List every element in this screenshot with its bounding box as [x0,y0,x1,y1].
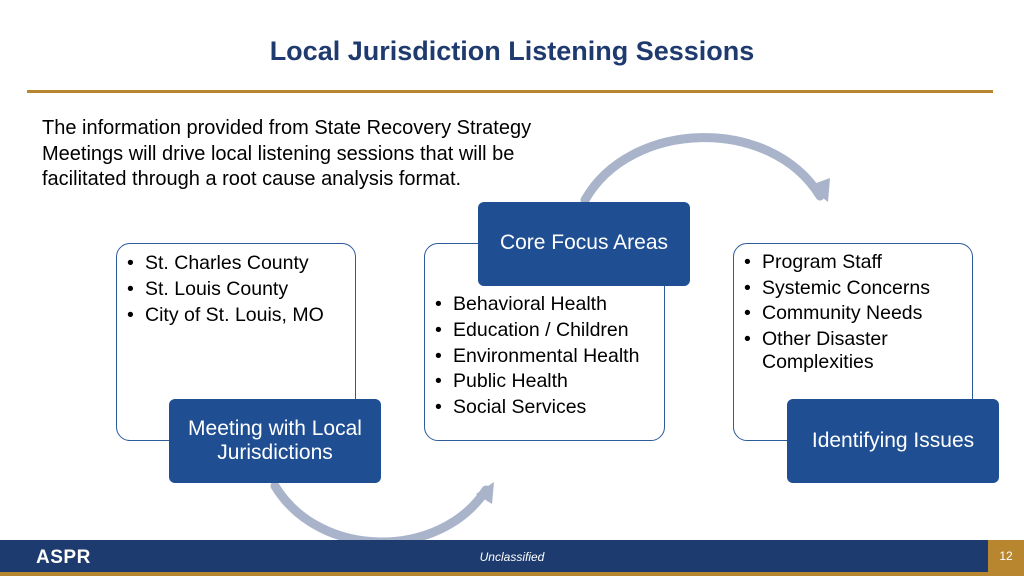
intro-paragraph: The information provided from State Reco… [42,117,532,190]
core-focus-label: Core Focus Areas [499,231,669,254]
page-number: 12 [988,540,1024,572]
list-item: St. Charles County [125,251,324,277]
footer-divider [0,572,1024,576]
jurisdictions-list: St. Charles County St. Louis County City… [125,251,324,328]
core-focus-label-box: Core Focus Areas [478,202,690,286]
slide-title: Local Jurisdiction Listening Sessions [269,36,755,66]
footer-bar [0,540,1024,576]
list-item: Social Services [433,395,639,421]
title-divider [27,90,993,93]
list-item: Behavioral Health [433,292,639,318]
focus-areas-list: Behavioral Health Education / Children E… [433,292,639,421]
aspr-logo: ASPR [36,547,91,568]
list-item: City of St. Louis, MO [125,303,324,329]
identifying-issues-label: Identifying Issues [811,429,975,452]
meeting-label: Meeting with Local Jurisdictions [188,417,362,464]
list-item: Other Disaster Complexities [742,328,967,374]
list-item: Systemic Concerns [742,277,967,300]
list-item: Community Needs [742,302,967,325]
list-item: St. Louis County [125,277,324,303]
issues-list: Program Staff Systemic Concerns Communit… [742,251,967,376]
list-item: Education / Children [433,318,639,344]
list-item: Public Health [433,369,639,395]
classification-label: Unclassified [479,550,545,564]
list-item: Program Staff [742,251,967,274]
list-item: Environmental Health [433,344,639,370]
meeting-label-box: Meeting with Local Jurisdictions [169,399,381,483]
identifying-issues-label-box: Identifying Issues [787,399,999,483]
